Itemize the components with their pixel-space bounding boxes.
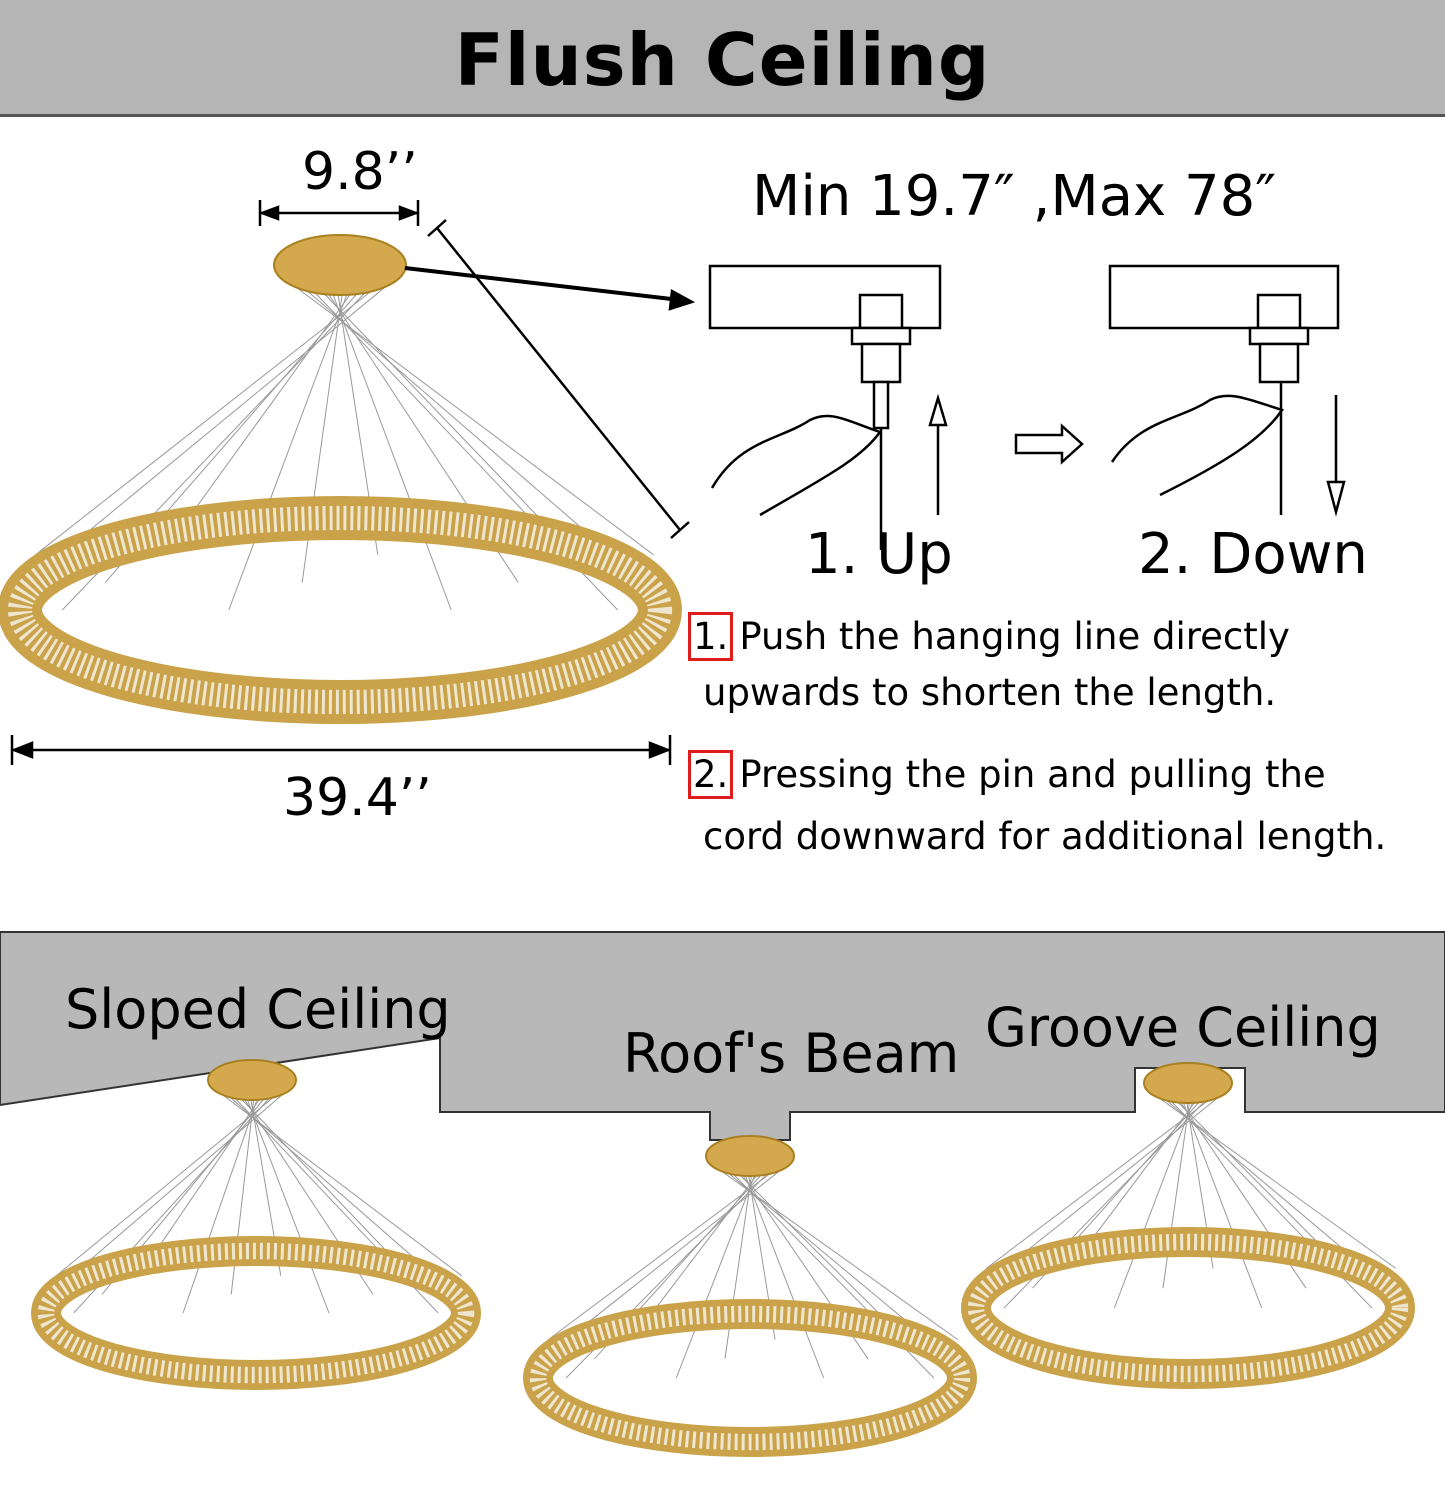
instruction-line: Push the hanging line directly (739, 615, 1290, 658)
instruction-number: 2. (688, 750, 734, 799)
sloped-ceiling-label: Sloped Ceiling (65, 978, 451, 1041)
instruction-2: 2.Pressing the pin and pulling the (688, 750, 1326, 799)
title-band (0, 0, 1445, 117)
groove-chandelier (961, 1062, 1415, 1389)
instruction-line: Pressing the pin and pulling the (739, 753, 1326, 796)
groove-ceiling-label: Groove Ceiling (985, 996, 1381, 1059)
instruction-1-cont: upwards to shorten the length. (703, 671, 1277, 714)
step-down-label: 2. Down (1138, 522, 1368, 587)
canopy (273, 234, 407, 296)
ceiling-profile (0, 931, 1445, 1141)
canopy (705, 1135, 795, 1177)
roofs-beam-label: Roof's Beam (623, 1022, 960, 1085)
step-up-label: 1. Up (805, 522, 953, 587)
sloped-chandelier (31, 1059, 481, 1390)
canopy (207, 1059, 297, 1101)
step-diagrams (708, 264, 1346, 550)
beam-chandelier (523, 1135, 977, 1457)
main-chandelier (0, 234, 682, 724)
length-range-label: Min 19.7″ ,Max 78″ (752, 164, 1277, 229)
canopy-width-label: 9.8’’ (302, 142, 418, 202)
instruction-number: 1. (688, 612, 734, 661)
instruction-2-cont: cord downward for additional length. (703, 815, 1387, 858)
page-title: Flush Ceiling (454, 18, 991, 102)
instruction-1: 1.Push the hanging line directly (688, 612, 1290, 661)
canopy (1143, 1062, 1233, 1104)
ring-diameter-label: 39.4’’ (283, 768, 432, 828)
